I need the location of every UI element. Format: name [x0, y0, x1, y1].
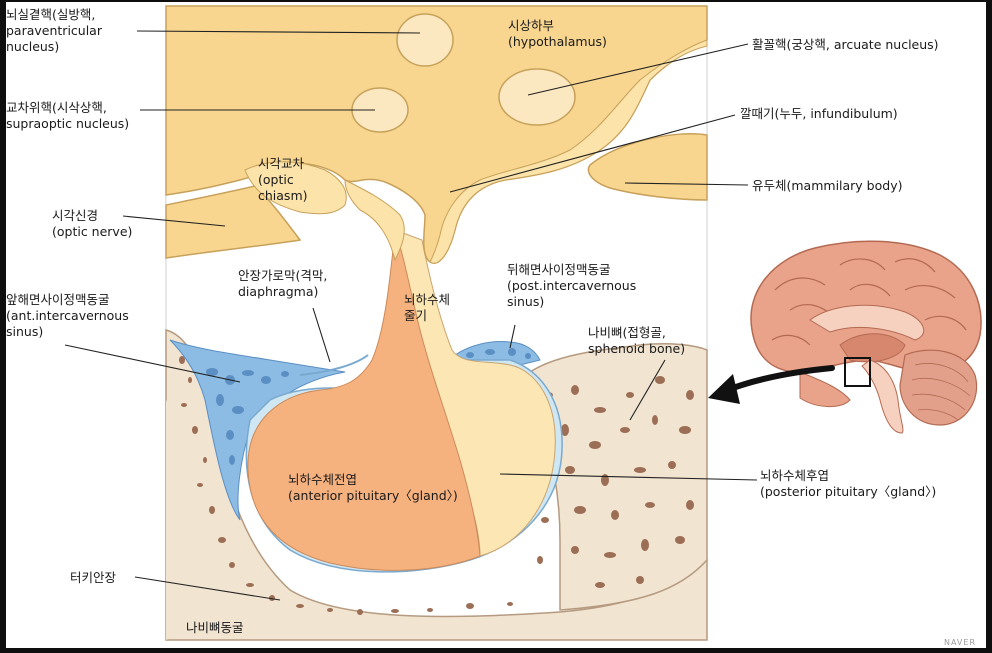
leader-arcuate — [527, 43, 749, 96]
label-infundibulum: 깔때기(누두, infundibulum) — [740, 106, 898, 121]
paraventricular-nucleus — [396, 13, 454, 67]
leader-posterior-pituitary — [499, 473, 758, 481]
leader-turkish-saddle — [134, 576, 281, 601]
label-hypothalamus: 시상하부(hypothalamus) — [508, 18, 607, 49]
label-diaphragma: 안장가로막(격막,diaphragma) — [238, 268, 328, 299]
optic-chiasm — [244, 161, 347, 215]
leader-sphenoid-bone — [629, 359, 666, 421]
brain-thalamus — [839, 333, 906, 363]
diaphragma-sellae — [299, 354, 369, 376]
third-ventricle — [429, 39, 708, 264]
leader-lines — [64, 30, 758, 601]
label-posterior-pituitary: 뇌하수체후엽(posterior pituitary〈gland〉) — [760, 468, 937, 499]
leader-mammillary — [624, 182, 749, 186]
label-supraoptic-nucleus: 교차위핵(시삭상핵,supraoptic nucleus) — [6, 100, 130, 131]
leader-paraventricular — [136, 30, 421, 34]
label-optic-nerve: 시각신경(optic nerve) — [52, 208, 133, 239]
label-sphenoid-bone: 나비뼈(접형골,sphenoid bone) — [588, 325, 686, 356]
label-sphenoid-sinus: 나비뼈동굴 — [186, 620, 244, 635]
brain-corpus-callosum — [809, 304, 925, 341]
label-anterior-pituitary: 뇌하수체전엽(anterior pituitary〈gland〉) — [288, 472, 458, 503]
brain-stem — [861, 359, 904, 434]
pointer-arrowhead — [708, 374, 740, 404]
leader-optic-nerve — [122, 215, 226, 227]
leader-post-sinus — [509, 324, 516, 349]
label-arcuate-nucleus: 활꼴핵(궁상핵, arcuate nucleus) — [752, 37, 939, 52]
infundibulum-stalk — [344, 179, 405, 262]
leader-ant-sinus — [64, 344, 241, 383]
leader-diaphragma — [312, 307, 331, 363]
watermark: NAVER — [943, 638, 976, 647]
brain-inset — [750, 240, 982, 434]
post-sinus-cells — [466, 348, 531, 359]
brain-temporal — [799, 371, 851, 407]
brain-gyri — [771, 258, 967, 346]
cerebellum-folia — [911, 363, 971, 421]
inset-highlight-box — [844, 357, 871, 387]
bone-spots — [179, 356, 694, 615]
anterior-pituitary — [247, 229, 481, 571]
leader-infundibulum — [449, 114, 736, 193]
optic-nerve — [165, 185, 302, 259]
arcuate-nucleus — [498, 68, 576, 126]
sphenoid-sinus — [166, 400, 201, 640]
label-turkish-saddle: 터키안장 — [70, 570, 117, 585]
brain-cerebellum — [899, 349, 978, 426]
ant-sinus-cells — [206, 368, 289, 465]
label-mammillary-body: 유두체(mammilary body) — [752, 178, 903, 193]
